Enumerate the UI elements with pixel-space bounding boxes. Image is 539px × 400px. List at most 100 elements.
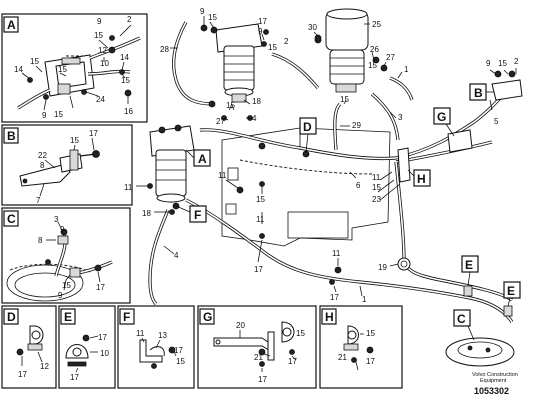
callout-label: 17 (98, 333, 107, 342)
detail-box-a: A 2 9 15 (1, 13, 148, 123)
tag-e-lower[interactable]: E (503, 281, 521, 299)
callout-label: 15 (296, 329, 305, 338)
callout-label: 8 (38, 236, 43, 245)
callout-label: 17 (258, 17, 267, 26)
callout-label: 10 (100, 59, 109, 68)
detail-box-label: A (7, 18, 16, 32)
callout-label: 17 (288, 357, 297, 366)
callout-label: 17 (89, 129, 98, 138)
callout-label: 28 (160, 45, 169, 54)
detail-box-label: H (325, 310, 334, 324)
callout-label: 4 (252, 114, 257, 123)
callout-label: 21 (338, 353, 347, 362)
callout-label: 27 (216, 117, 225, 126)
tag-a[interactable]: A (193, 149, 211, 167)
callout-label: 5 (494, 117, 499, 126)
fuel-filter-top (210, 23, 269, 103)
callout-label: 29 (352, 121, 361, 130)
callout-label: 1 (362, 295, 367, 304)
callout-label: 15 (368, 61, 377, 70)
callout-label: 11 (372, 173, 381, 182)
detail-box-h: H 15 21 17 (319, 305, 403, 389)
tag-label: F (194, 208, 201, 222)
callout-label: 11 (256, 215, 265, 224)
detail-box-label: C (7, 212, 16, 226)
callout-label: 14 (14, 65, 23, 74)
callout-label: 18 (252, 97, 261, 106)
callout-label: 15 (498, 59, 507, 68)
detail-box-label: E (64, 310, 72, 324)
callout-label: 15 (340, 95, 349, 104)
callout-label: 27 (386, 53, 395, 62)
detail-box-label: F (123, 310, 130, 324)
callout-label: 11 (136, 329, 145, 338)
callout-label: 15 (94, 31, 103, 40)
callout-label: 15 (372, 183, 381, 192)
callout-label: 15 (62, 281, 71, 290)
callout-label: 15 (30, 57, 39, 66)
tag-label: E (465, 258, 473, 272)
tag-label: G (437, 110, 446, 124)
tag-d[interactable]: D (299, 117, 317, 135)
callout-label: 15 (366, 329, 375, 338)
callout-label: 15 (54, 110, 63, 119)
callout-label: 15 (70, 136, 79, 145)
callout-label: 2 (284, 37, 289, 46)
tag-h[interactable]: H (413, 169, 431, 187)
callout-label: 17 (96, 283, 105, 292)
detail-box-f: F 11 13 17 15 (117, 305, 195, 389)
callout-label: 22 (38, 151, 47, 160)
detail-box-label: G (203, 310, 212, 324)
callout-label: 1 (404, 65, 409, 74)
tag-label: E (507, 284, 515, 298)
tag-c[interactable]: C (453, 309, 471, 327)
callout-label: 9 (60, 225, 65, 234)
callout-label: 6 (356, 181, 361, 190)
callout-label: 3 (398, 113, 403, 122)
callout-label: 9 (486, 59, 491, 68)
callout-label: 10 (100, 349, 109, 358)
callout-label: 15 (268, 43, 277, 52)
callout-label: 9 (97, 17, 102, 26)
tag-b[interactable]: B (469, 83, 487, 101)
tag-e-upper[interactable]: E (461, 255, 479, 273)
callout-label: 14 (120, 53, 129, 62)
footer-text: Volvo Construction (472, 372, 518, 378)
callout-label: 15 (121, 76, 130, 85)
tag-label: B (474, 86, 483, 100)
callout-label: 17 (258, 375, 267, 384)
tag-label: H (417, 172, 426, 186)
detail-box-label: D (7, 310, 16, 324)
callout-label: 17 (70, 373, 79, 382)
detail-box-c: C 3 9 8 15 9 17 (1, 207, 131, 304)
callout-label: 3 (54, 215, 59, 224)
callout-label: 2 (127, 15, 132, 24)
callout-label: 4 (174, 251, 179, 260)
callout-label: 17 (254, 265, 263, 274)
callout-label: 11 (332, 249, 341, 258)
detail-box-d: D 17 12 (1, 305, 57, 389)
callout-label: A (229, 103, 235, 112)
callout-label: 9 (58, 291, 63, 300)
callout-label: 12 (98, 46, 107, 55)
callout-label: 19 (378, 263, 387, 272)
footer-text: Equipment (480, 378, 507, 384)
callout-label: 26 (370, 45, 379, 54)
callout-label: 8 (40, 161, 45, 170)
callout-label: 13 (158, 331, 167, 340)
tag-g[interactable]: G (433, 107, 451, 125)
main-fuel-filter (147, 124, 195, 210)
callout-label: 24 (96, 95, 105, 104)
detail-box-b: B 22 8 15 17 7 (1, 124, 133, 206)
tag-f[interactable]: F (189, 205, 207, 223)
callout-label: 15 (256, 195, 265, 204)
callout-label: 17 (330, 293, 339, 302)
callout-label: 9 (258, 27, 263, 36)
callout-label: 9 (42, 111, 47, 120)
detail-box-label: B (7, 129, 16, 143)
callout-label: 18 (142, 209, 151, 218)
water-separator (314, 8, 388, 93)
callout-label: 9 (200, 7, 205, 16)
callout-label: 2 (514, 57, 519, 66)
